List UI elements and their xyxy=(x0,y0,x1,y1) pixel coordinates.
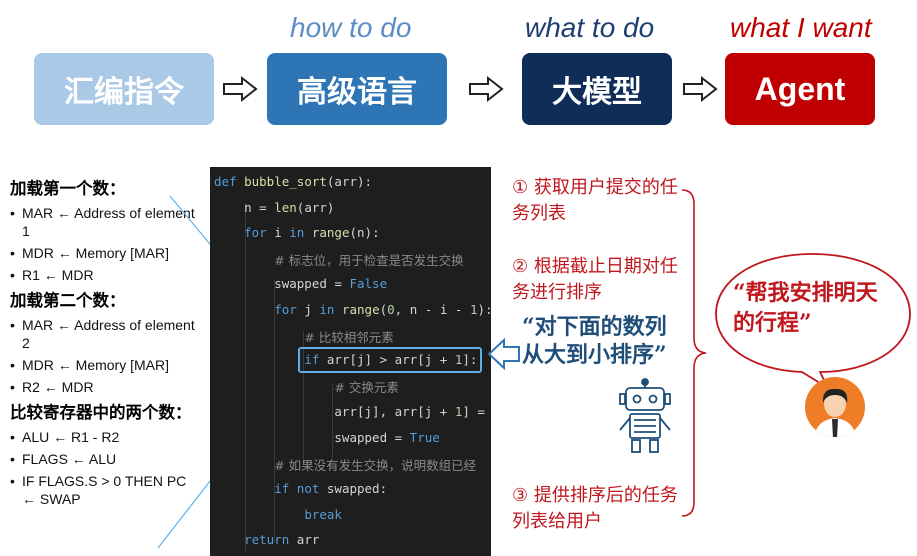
code-comment: # 比较相邻元素 xyxy=(304,330,394,345)
code-editor: def bubble_sort(arr): n = len(arr) for i… xyxy=(210,167,491,556)
stage-agent: Agent xyxy=(725,53,875,125)
list-item: R1 ← MDR xyxy=(10,266,200,284)
list-item: IF FLAGS.S > 0 THEN PC ← SWAP xyxy=(10,472,200,508)
flow-arrow-icon xyxy=(683,75,718,103)
caption-how-to-do: how to do xyxy=(290,12,412,43)
heading-load-second: 加载第二个数： xyxy=(10,291,126,310)
flow-arrow-icon xyxy=(469,75,504,103)
code-line: return arr xyxy=(244,532,320,547)
code-line: def bubble_sort(arr): xyxy=(214,174,373,189)
caption-what-i-want: what I want xyxy=(730,12,872,43)
stage-high-level-language: 高级语言 xyxy=(267,53,447,125)
code-line: n = len(arr) xyxy=(214,200,335,215)
code-line: swapped = False xyxy=(214,276,388,291)
stage-large-model: 大模型 xyxy=(522,53,672,125)
left-arrow-icon xyxy=(487,337,520,371)
list-item: MAR ← Address of element 1 xyxy=(10,204,200,240)
list-item: R2 ← MDR xyxy=(10,378,200,396)
list-item: FLAGS ← ALU xyxy=(10,450,200,468)
code-line: break xyxy=(304,507,342,522)
list-item: ALU ← R1 - R2 xyxy=(10,428,200,446)
step-3: ③ 提供排序后的任务列表给用户 xyxy=(512,485,678,532)
step-2: ② 根据截止日期对任务进行排序 xyxy=(512,256,678,303)
code-line: for j in range(0, n - i - 1): xyxy=(274,302,491,317)
code-line: if not swapped: xyxy=(274,481,388,496)
code-comment: # 交换元素 xyxy=(334,380,399,395)
step-1: ① 获取用户提交的任务列表 xyxy=(512,177,678,224)
robot-icon xyxy=(619,378,671,453)
avatar xyxy=(805,377,865,437)
code-comment: # 如果没有发生交换，说明数组已经 xyxy=(274,458,477,473)
code-line: for i in range(n): xyxy=(244,225,380,240)
list-item: MAR ← Address of element 2 xyxy=(10,316,200,352)
list-item: MDR ← Memory [MAR] xyxy=(10,356,200,374)
bubble-text: “帮我安排明天的行程” xyxy=(733,280,878,336)
list-item: MDR ← Memory [MAR] xyxy=(10,244,200,262)
stage-assembly: 汇编指令 xyxy=(34,53,214,125)
assembly-steps: 加载第一个数： MAR ← Address of element 1 MDR ←… xyxy=(10,178,200,514)
code-line: if arr[j] > arr[j + 1]: xyxy=(304,352,478,367)
code-line: swapped = True xyxy=(214,430,440,445)
flow-arrow-icon xyxy=(223,75,258,103)
code-line: arr[j], arr[j + 1] = arr[j + 1], arr[j] xyxy=(214,404,485,419)
caption-what-to-do: what to do xyxy=(525,12,655,43)
heading-compare: 比较寄存器中的两个数： xyxy=(10,403,192,422)
heading-load-first: 加载第一个数： xyxy=(10,179,126,198)
user-quote: “对下面的数列从大到小排序” xyxy=(522,314,667,368)
highlighted-comparison xyxy=(298,347,482,373)
code-comment: # 标志位，用于检查是否发生交换 xyxy=(274,253,464,268)
brace-icon xyxy=(681,189,707,517)
